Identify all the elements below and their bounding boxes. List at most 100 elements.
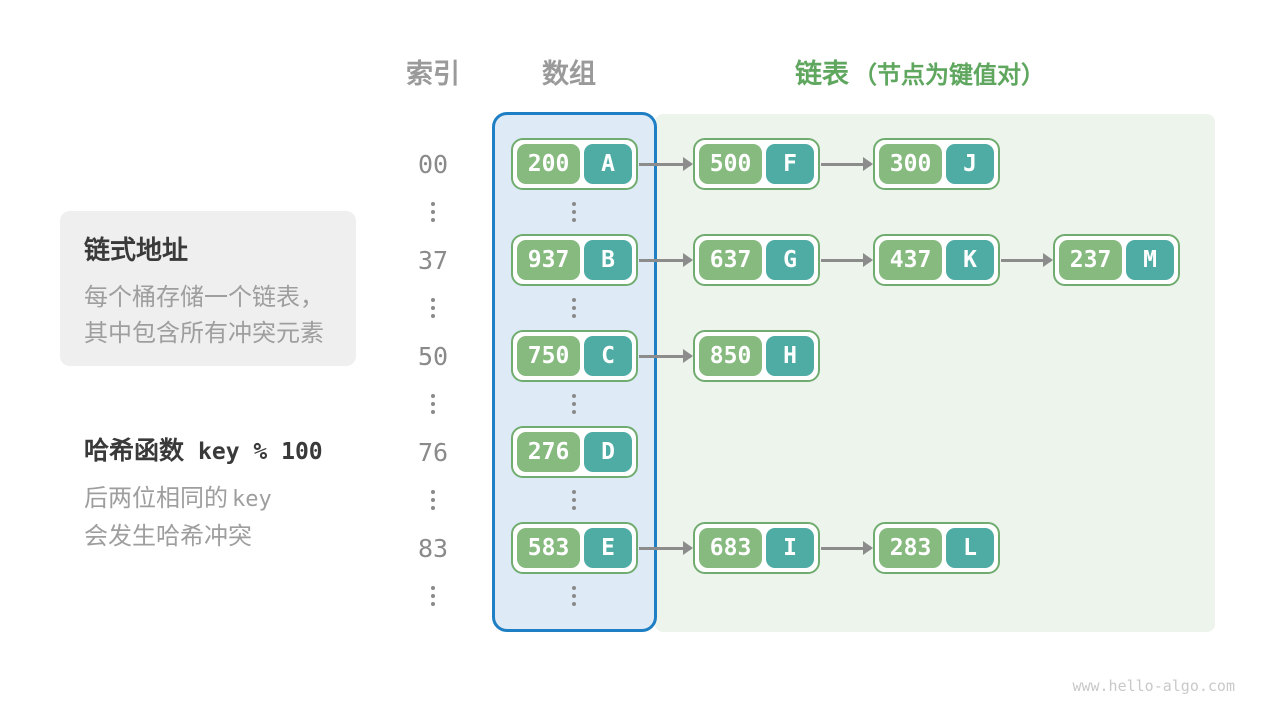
index-column-header: 索引	[406, 59, 460, 89]
next-pointer-arrow	[639, 253, 693, 267]
node-key: 437	[879, 240, 943, 280]
node-key: 276	[517, 432, 581, 472]
node-value: C	[584, 336, 632, 376]
ellipsis-dot	[572, 586, 576, 590]
ellipsis-dot	[431, 298, 435, 302]
index-ellipsis	[431, 298, 435, 318]
node-key: 750	[517, 336, 581, 376]
next-pointer-arrow	[821, 253, 873, 267]
node-key: 500	[699, 144, 763, 184]
node-value: G	[766, 240, 814, 280]
ellipsis-dot	[431, 210, 435, 214]
index-ellipsis	[431, 490, 435, 510]
index-ellipsis	[431, 202, 435, 222]
node-key: 200	[517, 144, 581, 184]
node-value: F	[766, 144, 814, 184]
ellipsis-dot	[431, 306, 435, 310]
ellipsis-dot	[431, 490, 435, 494]
ellipsis-dot	[431, 602, 435, 606]
ellipsis-dot	[572, 594, 576, 598]
hash-function-formula: key % 100	[198, 439, 323, 465]
node-key: 237	[1059, 240, 1123, 280]
array-ellipsis	[572, 586, 576, 606]
ellipsis-dot	[431, 402, 435, 406]
node-value: K	[946, 240, 994, 280]
ellipsis-dot	[572, 210, 576, 214]
node-value: M	[1126, 240, 1174, 280]
node-value: L	[946, 528, 994, 568]
next-pointer-arrow	[1001, 253, 1053, 267]
array-ellipsis	[572, 298, 576, 318]
ellipsis-dot	[572, 410, 576, 414]
index-ellipsis	[431, 394, 435, 414]
node-key: 937	[517, 240, 581, 280]
ellipsis-dot	[572, 490, 576, 494]
node-key: 637	[699, 240, 763, 280]
bucket-index-label: 00	[417, 150, 449, 179]
ellipsis-dot	[572, 218, 576, 222]
node-value: J	[946, 144, 994, 184]
ellipsis-dot	[572, 402, 576, 406]
ellipsis-dot	[572, 498, 576, 502]
ellipsis-dot	[431, 410, 435, 414]
node-key: 583	[517, 528, 581, 568]
hash-function-label: 哈希函数	[84, 437, 185, 465]
next-pointer-arrow	[639, 157, 693, 171]
ellipsis-dot	[431, 218, 435, 222]
ellipsis-dot	[572, 506, 576, 510]
ellipsis-dot	[572, 298, 576, 302]
ellipsis-dot	[572, 314, 576, 318]
ellipsis-dot	[572, 602, 576, 606]
node-key: 300	[879, 144, 943, 184]
array-ellipsis	[572, 490, 576, 510]
bucket-index-label: 76	[417, 438, 449, 467]
watermark: www.hello-algo.com	[1072, 677, 1235, 695]
array-column-header: 数组	[542, 59, 596, 89]
next-pointer-arrow	[639, 349, 693, 363]
chaining-note-line2: 其中包含所有冲突元素	[84, 320, 324, 347]
hash-function-title: 哈希函数 key % 100	[84, 431, 323, 467]
bucket-index-label: 37	[417, 246, 449, 275]
chaining-note-line1: 每个桶存储一个链表，	[84, 284, 324, 311]
ellipsis-dot	[431, 202, 435, 206]
node-value: I	[766, 528, 814, 568]
index-ellipsis	[431, 586, 435, 606]
node-value: D	[584, 432, 632, 472]
ellipsis-dot	[431, 498, 435, 502]
bucket-index-label: 83	[417, 534, 449, 563]
node-value: E	[584, 528, 632, 568]
list-header-title: 链表	[795, 59, 849, 89]
array-ellipsis	[572, 394, 576, 414]
node-key: 683	[699, 528, 763, 568]
ellipsis-dot	[572, 394, 576, 398]
list-column-header: 链表 （节点为键值对）	[795, 52, 1045, 91]
ellipsis-dot	[572, 306, 576, 310]
next-pointer-arrow	[821, 541, 873, 555]
chaining-note-title: 链式地址	[84, 235, 189, 265]
next-pointer-arrow	[639, 541, 693, 555]
node-key: 283	[879, 528, 943, 568]
ellipsis-dot	[431, 594, 435, 598]
ellipsis-dot	[431, 314, 435, 318]
list-header-note: （节点为键值对）	[853, 62, 1045, 89]
node-key: 850	[699, 336, 763, 376]
ellipsis-dot	[431, 394, 435, 398]
node-value: A	[584, 144, 632, 184]
ellipsis-dot	[572, 202, 576, 206]
